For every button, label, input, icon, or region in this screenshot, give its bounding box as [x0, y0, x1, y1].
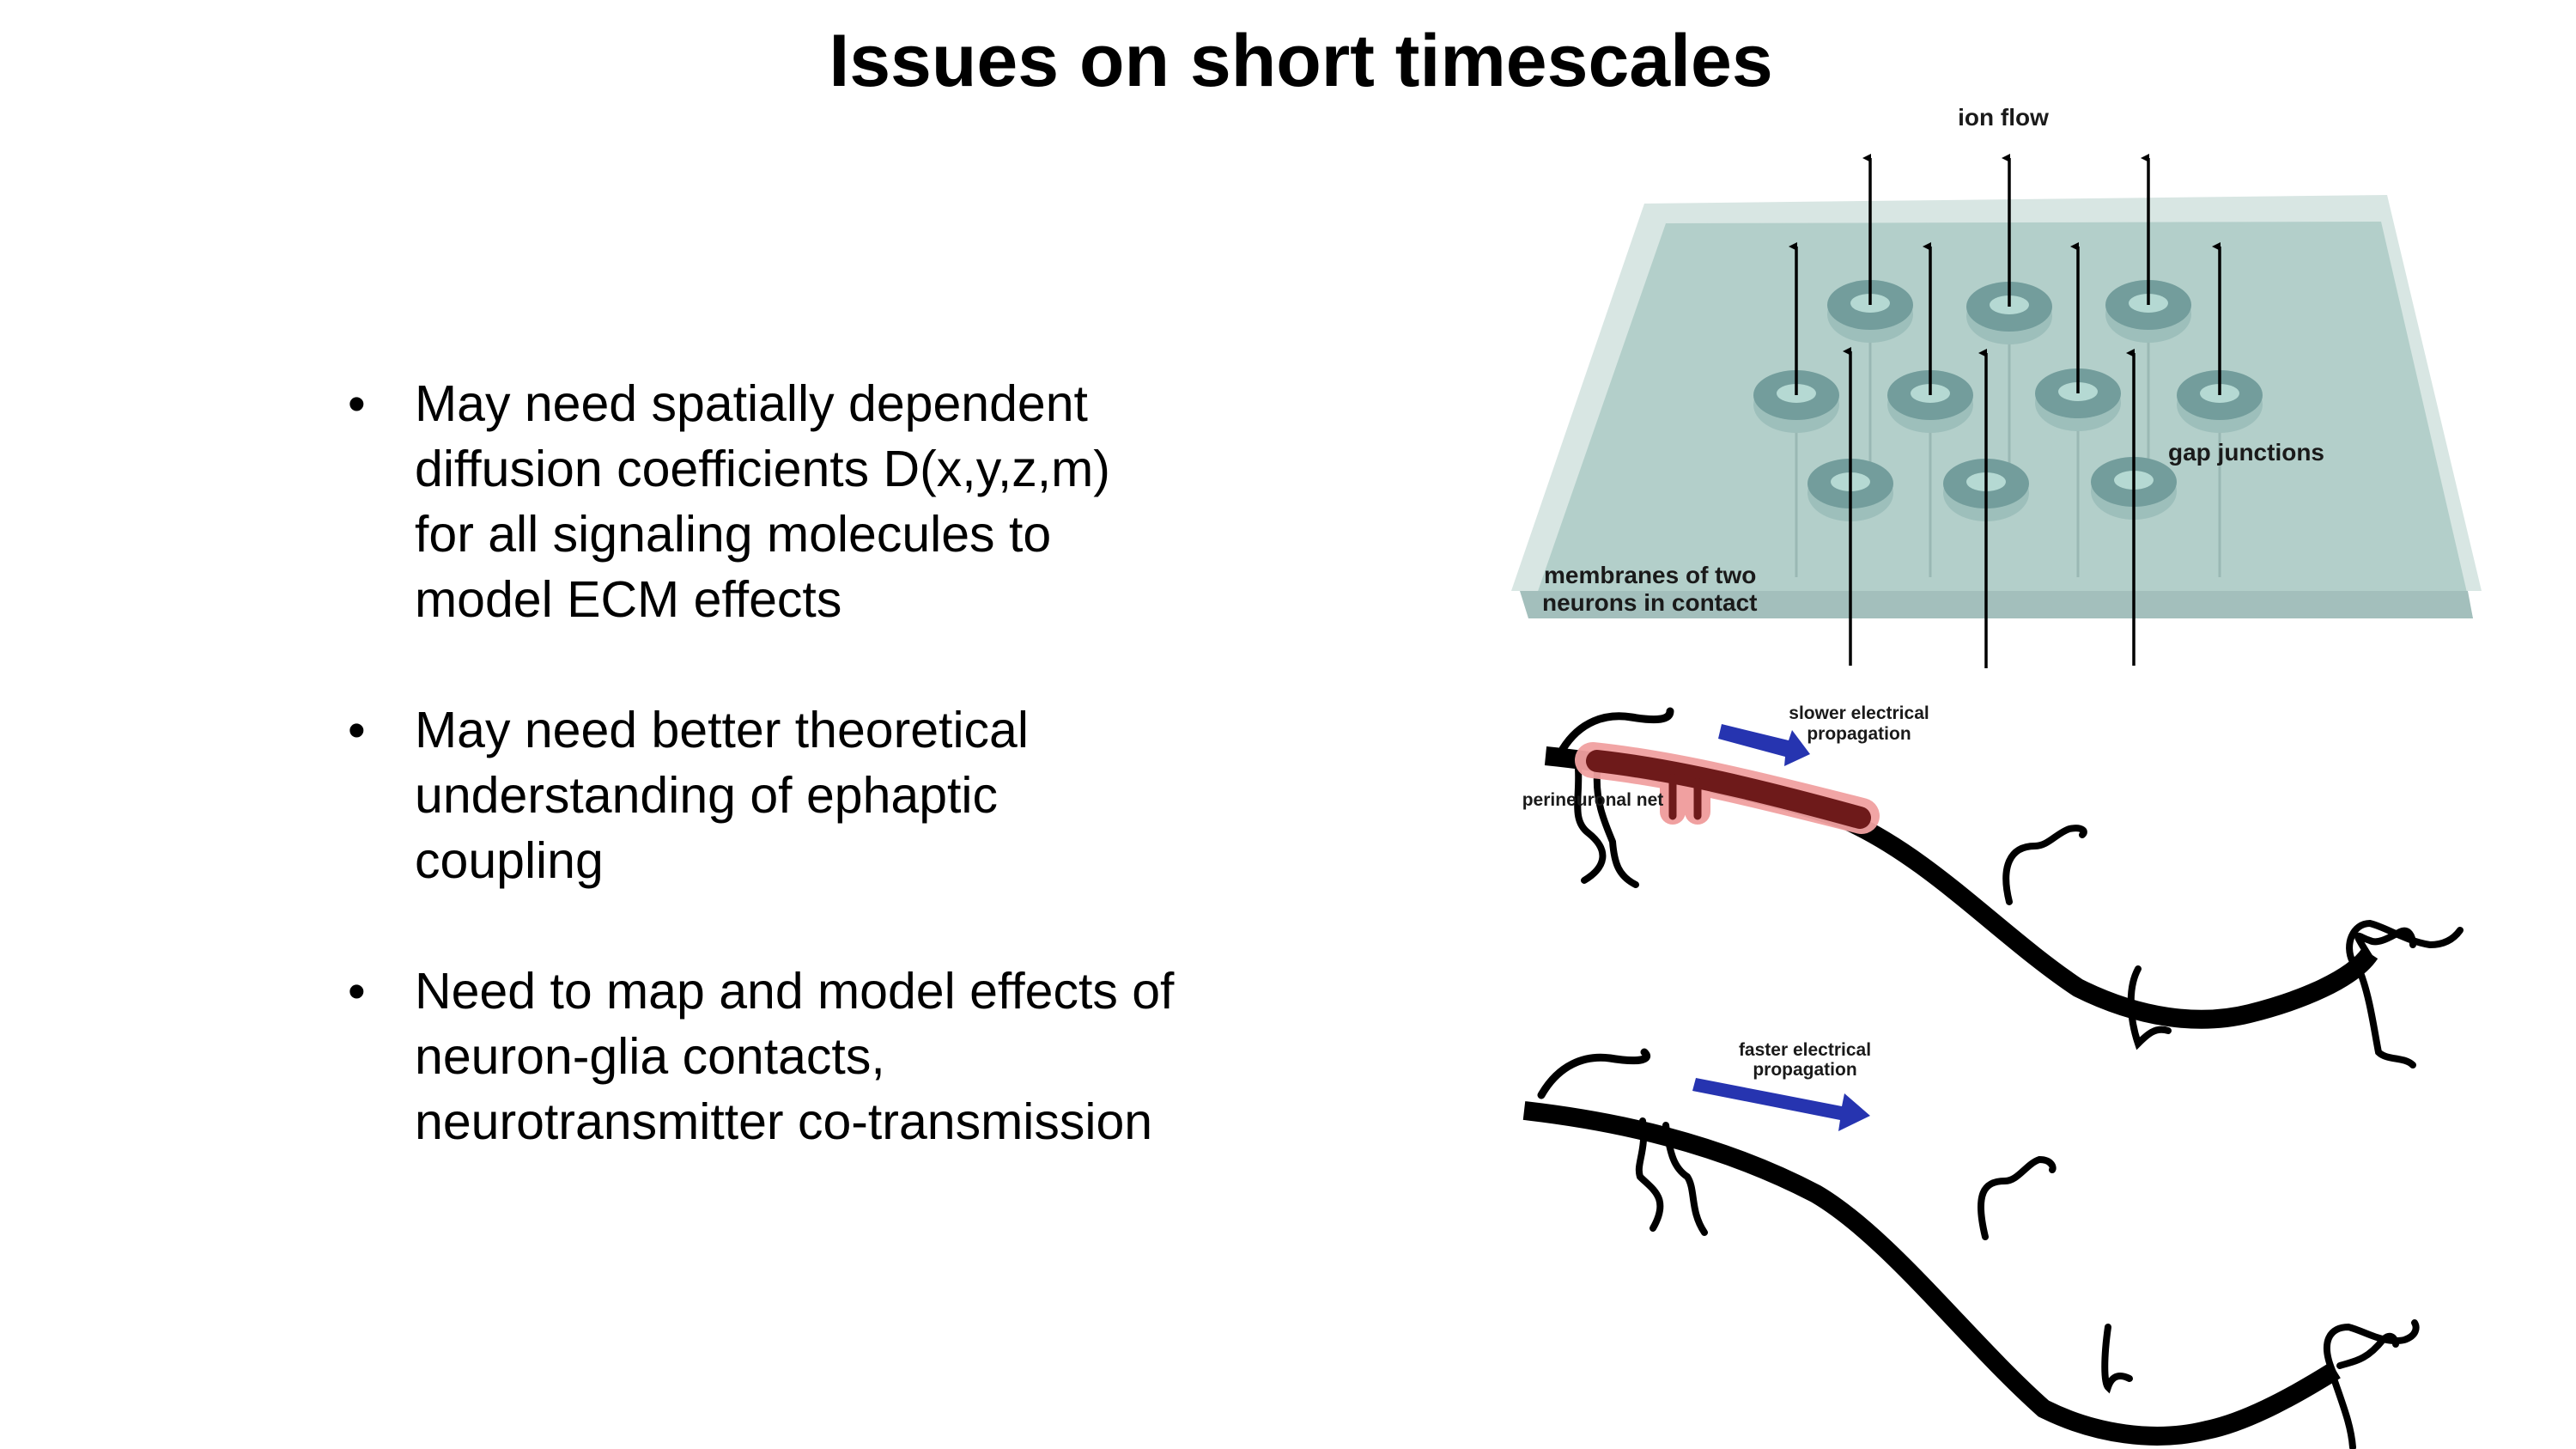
bullet-marker: •: [348, 375, 366, 432]
axon-branch: [2356, 967, 2416, 1068]
axon-branch: [2323, 1319, 2420, 1378]
bullet-line: neuron-glia contacts,: [415, 1028, 885, 1085]
bullet-line: May need spatially dependent: [415, 375, 1088, 432]
slow-propagation-label-line1: slower electrical: [1789, 703, 1929, 723]
perineuronal-net-inner: [1586, 750, 1871, 829]
bullet-marker: •: [348, 963, 366, 1020]
bullet-line: Need to map and model effects of: [415, 963, 1175, 1020]
bullet-line: neurotransmitter co-transmission: [415, 1093, 1153, 1150]
bullet-line: diffusion coefficients D(x,y,z,m): [415, 441, 1110, 497]
slide-title: Issues on short timescales: [829, 20, 1773, 102]
gap-junction-panel: ion flow gap junctions membranes of two …: [1511, 104, 2482, 668]
fast-propagation-arrow: [1692, 1078, 1870, 1131]
neuron-with-perineuronal-net: slower electrical propagation perineuron…: [1522, 703, 2464, 1068]
bullet-item: • May need better theoretical understand…: [348, 697, 1309, 893]
dendrite: [1593, 770, 1639, 888]
fast-propagation-label-line2: propagation: [1753, 1060, 1856, 1080]
perineuronal-net-inner: [1668, 773, 1702, 820]
bullet-line: for all signaling molecules to: [415, 506, 1052, 563]
membranes-label-line1: membranes of two: [1544, 562, 1756, 588]
dendrite: [1537, 1048, 1650, 1099]
front-membrane: [1528, 222, 2473, 618]
bullet-item: • May need spatially dependent diffusion…: [348, 371, 1309, 632]
bullet-marker: •: [348, 702, 366, 758]
axon-branch: [2354, 927, 2416, 961]
dendrite: [1574, 765, 1607, 884]
axon: [1522, 1101, 2341, 1446]
dendrite: [1558, 707, 1674, 753]
slow-propagation-arrow: [1718, 724, 1810, 766]
axon-branch: [1977, 1155, 2057, 1240]
ion-flow-label: ion flow: [1958, 104, 2049, 131]
slow-propagation-label-line2: propagation: [1807, 724, 1911, 744]
fast-propagation-label-line1: faster electrical: [1739, 1040, 1871, 1060]
bullet-line: understanding of ephaptic: [415, 767, 999, 824]
axon-branch: [2101, 1324, 2133, 1394]
axon-branch: [2346, 919, 2464, 965]
membranes-label-line2: neurons in contact: [1542, 589, 1757, 616]
gap-junctions-label: gap junctions: [2168, 439, 2324, 466]
axon-branch: [2002, 825, 2087, 905]
bullet-line: model ECM effects: [415, 571, 842, 628]
bullet-line: May need better theoretical: [415, 702, 1029, 758]
dendrite: [1635, 1117, 1664, 1232]
membrane-edge-band: [1520, 591, 2473, 618]
axon-branch: [2330, 1375, 2356, 1449]
ion-flow-arrows: [1789, 154, 2221, 668]
axon-branch: [2336, 1332, 2399, 1369]
bullet-list: • May need spatially dependent diffusion…: [348, 371, 1309, 1220]
bullet-line: coupling: [415, 832, 604, 889]
axon-branch: [2127, 965, 2172, 1050]
gap-junction: [1827, 280, 1913, 343]
perineuronal-net-label: perineuronal net: [1522, 790, 1664, 810]
neuron-without-net: faster electrical propagation: [1522, 1040, 2420, 1449]
dendrite: [1662, 1122, 1708, 1236]
bullet-item: • Need to map and model effects of neuro…: [348, 959, 1309, 1154]
